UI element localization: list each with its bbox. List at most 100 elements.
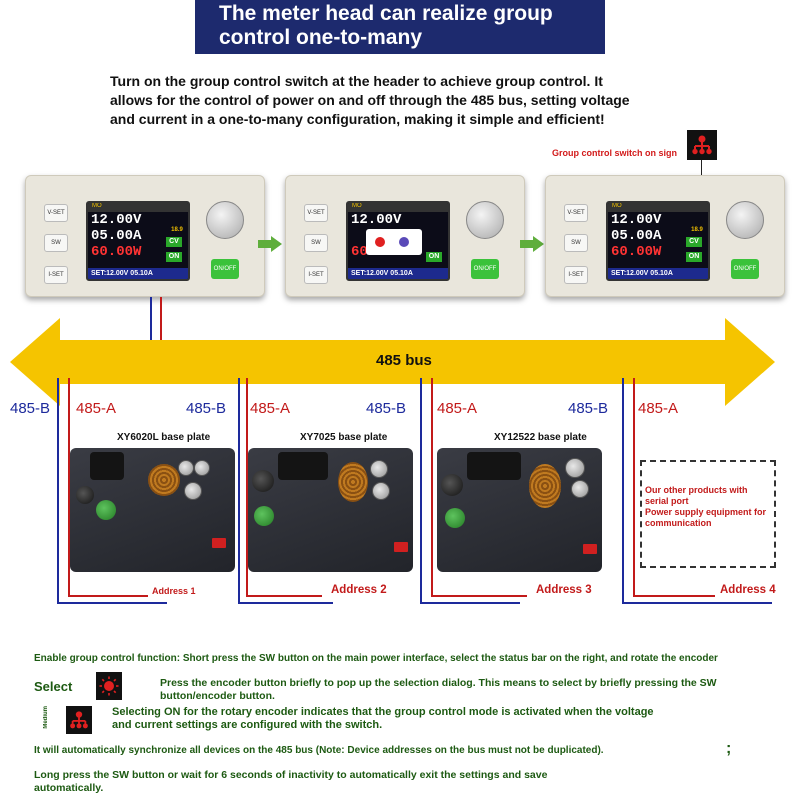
i-set-button[interactable]: I-SET: [44, 266, 68, 284]
step-on-text: Selecting ON for the rotary encoder indi…: [112, 706, 762, 732]
label-485-b: 485-B: [366, 400, 407, 417]
other-line-2: serial port: [645, 496, 689, 506]
screen-mode: MO: [348, 203, 448, 212]
title-line-2: control one-to-many: [219, 26, 422, 49]
intro-text: Turn on the group control switch at the …: [110, 72, 710, 129]
group-control-icon: [66, 706, 92, 734]
meter-head-2: V-SET SW I-SET MO 12.00V 60.00W ON SET:1…: [285, 175, 525, 297]
label-485-a: 485-A: [638, 400, 679, 417]
exit-line-1: Long press the SW button or wait for 6 s…: [34, 769, 548, 781]
wire-485-b: [420, 602, 520, 604]
label-485-b: 485-B: [10, 400, 51, 417]
address-3: Address 3: [536, 584, 592, 596]
current-readout: 05.00A: [91, 228, 142, 244]
selection-dialog: [366, 229, 422, 255]
step-select-text: Press the encoder button briefly to pop …: [160, 677, 760, 703]
label-485-b: 485-B: [186, 400, 227, 417]
other-line-3: Power supply equipment for: [645, 507, 767, 517]
step-exit: Long press the SW button or wait for 6 s…: [34, 769, 734, 795]
step-select-word: Select: [34, 679, 73, 694]
temperature-readout: 18.9: [691, 227, 703, 233]
group-control-icon: [687, 130, 717, 160]
v-set-button[interactable]: V-SET: [304, 204, 328, 222]
address-1: Address 1: [152, 586, 196, 596]
voltage-readout: 12.00V: [611, 212, 662, 228]
sw-button[interactable]: SW: [564, 234, 588, 252]
wire-485-a: [431, 378, 433, 596]
set-readout: SET:12.00V 05.10A: [348, 268, 448, 279]
wire-485-a: [633, 595, 715, 597]
exit-line-2: automatically.: [34, 782, 104, 794]
i-set-button[interactable]: I-SET: [304, 266, 328, 284]
label-485-b: 485-B: [568, 400, 609, 417]
step-sync: It will automatically synchronize all de…: [34, 745, 604, 756]
other-line-1: Our other products with: [645, 485, 748, 495]
select-sun-icon: [96, 672, 122, 700]
other-products-text: Our other products with serial port Powe…: [645, 485, 775, 529]
v-set-button[interactable]: V-SET: [564, 204, 588, 222]
voltage-readout: 12.00V: [91, 212, 142, 228]
encoder-knob[interactable]: [466, 201, 504, 239]
wire-485-a: [633, 378, 635, 596]
screen-mode: MO: [88, 203, 188, 212]
wire-485-b: [57, 602, 167, 604]
on-off-button[interactable]: ON/OFF: [471, 259, 499, 279]
wire-485-b: [57, 378, 59, 604]
step-medium-word: Medium: [43, 706, 49, 729]
set-readout: SET:12.00V 05.10A: [88, 268, 188, 279]
meter-screen: MO 12.00V 05.00A 60.00W 18.9 CV ON SET:1…: [606, 201, 710, 281]
on-off-button[interactable]: ON/OFF: [211, 259, 239, 279]
sw-button[interactable]: SW: [44, 234, 68, 252]
intro-line-1: Turn on the group control switch at the …: [110, 73, 603, 89]
title-banner: The meter head can realize group control…: [195, 0, 605, 54]
wire-485-b: [622, 602, 772, 604]
intro-line-3: and current in a one-to-many configurati…: [110, 111, 605, 127]
board-xy12522: [437, 448, 602, 572]
wire-485-a: [160, 297, 162, 347]
other-products-box: [640, 460, 776, 568]
wire-485-b: [622, 378, 624, 604]
screen-mode: MO: [608, 203, 708, 212]
wire-485-b: [238, 602, 333, 604]
power-readout: 60.00W: [611, 244, 662, 260]
on-badge: ON: [166, 252, 182, 262]
address-4: Address 4: [720, 584, 776, 596]
on-off-button[interactable]: ON/OFF: [731, 259, 759, 279]
arrow-right-icon: [258, 236, 282, 252]
on-badge: ON: [426, 252, 442, 262]
intro-line-2: allows for the control of power on and o…: [110, 92, 630, 108]
plate-caption-1: XY6020L base plate: [117, 432, 211, 443]
title-line-1: The meter head can realize group: [219, 2, 553, 25]
v-set-button[interactable]: V-SET: [44, 204, 68, 222]
current-readout: 05.00A: [611, 228, 662, 244]
cv-badge: CV: [686, 237, 702, 247]
meter-screen: MO 12.00V 05.00A 60.00W 18.9 CV ON SET:1…: [86, 201, 190, 281]
sw-button[interactable]: SW: [304, 234, 328, 252]
plate-caption-3: XY12522 base plate: [494, 432, 587, 443]
step-semicolon: ;: [726, 740, 732, 757]
wire-485-a: [246, 595, 322, 597]
encoder-knob[interactable]: [726, 201, 764, 239]
label-485-a: 485-A: [437, 400, 478, 417]
power-readout: 60.00W: [91, 244, 142, 260]
encoder-knob[interactable]: [206, 201, 244, 239]
on-badge: ON: [686, 252, 702, 262]
select-text-line-1: Press the encoder button briefly to pop …: [160, 677, 717, 689]
wire-485-a: [68, 378, 70, 596]
wire-485-a: [246, 378, 248, 596]
wire-485-b: [238, 378, 240, 604]
wire-485-a: [431, 595, 527, 597]
select-text-line-2: button/encoder button.: [160, 690, 275, 702]
wire-485-a: [68, 595, 148, 597]
address-2: Address 2: [331, 584, 387, 596]
step-enable: Enable group control function: Short pre…: [34, 653, 718, 664]
temperature-readout: 18.9: [171, 227, 183, 233]
cv-badge: CV: [166, 237, 182, 247]
other-line-4: communication: [645, 518, 712, 528]
voltage-readout: 12.00V: [351, 212, 402, 228]
board-xy7025: [248, 448, 413, 572]
bus-label: 485 bus: [376, 352, 432, 369]
set-readout: SET:12.00V 05.10A: [608, 268, 708, 279]
i-set-button[interactable]: I-SET: [564, 266, 588, 284]
arrow-right-icon: [520, 236, 544, 252]
